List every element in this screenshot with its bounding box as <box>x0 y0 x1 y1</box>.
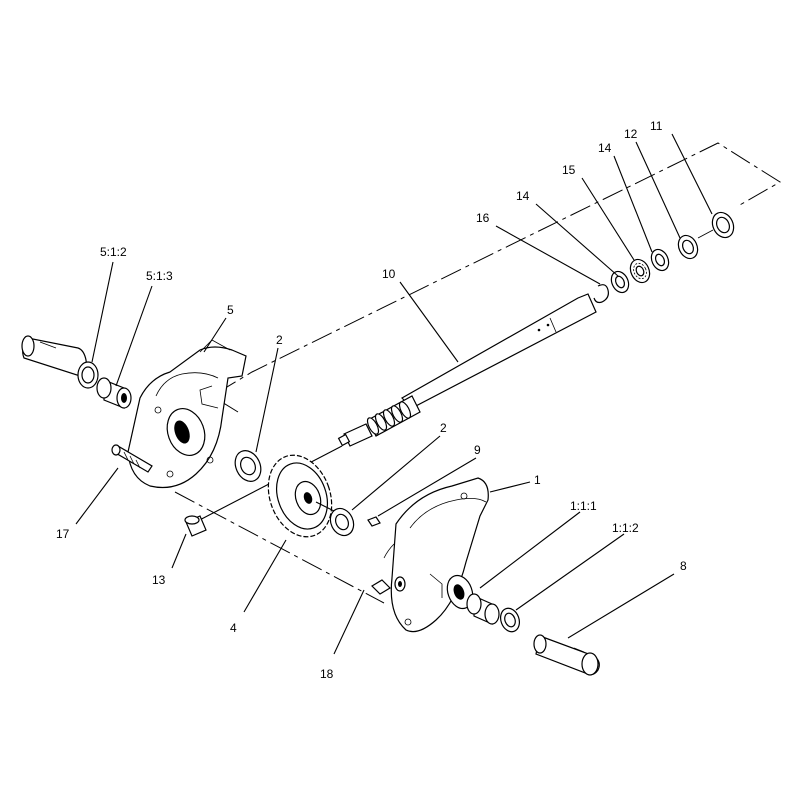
bolt-17 <box>111 444 153 473</box>
key-9 <box>367 516 381 527</box>
shaft-end-8 <box>533 634 600 676</box>
callout-8: 8 <box>680 559 687 573</box>
callout-5-1-3: 5:1:3 <box>146 269 173 283</box>
callout-4: 4 <box>230 621 237 635</box>
washer-14a <box>650 248 670 272</box>
callout-10: 10 <box>382 267 396 281</box>
callout-11: 11 <box>650 119 663 133</box>
callout-14-lower: 14 <box>516 189 530 203</box>
worm-gear-4 <box>267 454 345 538</box>
seal-5-1-2 <box>77 361 99 389</box>
washer-2-right <box>329 507 355 537</box>
pin-13 <box>184 515 207 537</box>
callout-2-lower: 2 <box>440 421 447 435</box>
callout-16: 16 <box>476 211 490 225</box>
callout-9: 9 <box>474 443 481 457</box>
washer-14b <box>610 270 630 294</box>
callout-12: 12 <box>624 127 638 141</box>
callout-15: 15 <box>562 163 576 177</box>
callout-13: 13 <box>152 573 166 587</box>
callout-17: 17 <box>56 527 70 541</box>
housing-half-5 <box>127 339 247 489</box>
assembly-centerlines <box>174 142 781 604</box>
shaft-end-left <box>21 335 87 377</box>
callout-5: 5 <box>227 303 234 317</box>
retaining-ring-16 <box>593 284 609 304</box>
seal-1-1-2 <box>499 607 521 633</box>
callout-1-1-1: 1:1:1 <box>570 499 597 513</box>
callout-2-upper: 2 <box>276 333 283 347</box>
callout-1: 1 <box>534 473 541 487</box>
callout-5-1-2: 5:1:2 <box>100 245 127 259</box>
bushing-1-1-1 <box>466 593 500 625</box>
washer-2-left <box>234 450 262 482</box>
leader-lines <box>75 133 713 655</box>
callout-14-upper: 14 <box>598 141 612 155</box>
seal-11 <box>697 211 735 239</box>
worm-shaft-10 <box>337 293 597 447</box>
bearing-15 <box>629 258 651 284</box>
callout-labels: 11 12 14 15 14 16 10 5:1:2 5:1:3 5 2 2 9… <box>56 119 687 681</box>
bushing-5-1-3 <box>96 377 132 409</box>
housing-half-1 <box>383 477 489 633</box>
bushing-12 <box>677 234 699 260</box>
callout-18: 18 <box>320 667 334 681</box>
fitting-18 <box>371 576 406 595</box>
worm-thread <box>366 401 412 435</box>
callout-1-1-2: 1:1:2 <box>612 521 639 535</box>
